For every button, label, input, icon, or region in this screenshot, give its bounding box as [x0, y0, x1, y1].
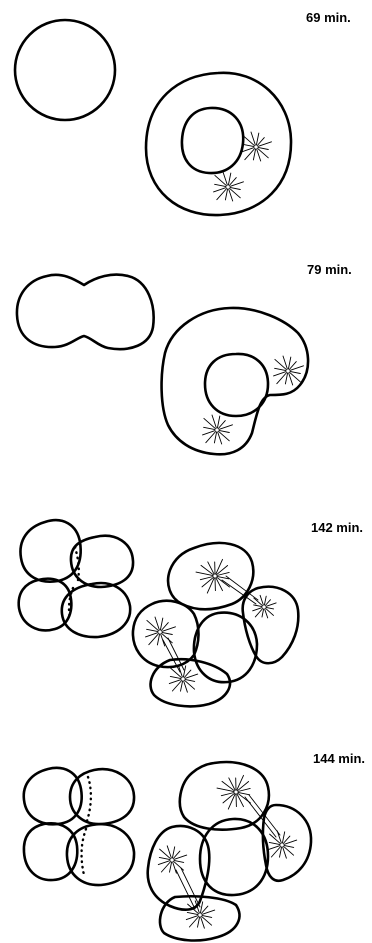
right-cluster-large-cell: [168, 543, 253, 609]
aster-ray: [284, 845, 294, 847]
left-cluster-cell-top-right: [70, 769, 134, 824]
left-cluster-cell-bottom-left: [24, 823, 77, 880]
aster-ray: [174, 860, 184, 862]
spindle-connection-left: [176, 870, 195, 909]
aster-ray: [229, 778, 235, 790]
aster-right: [274, 356, 304, 385]
aster-ray: [208, 562, 214, 574]
aster-ray: [269, 842, 280, 844]
aster-ray: [170, 676, 181, 678]
spindle-connection-top-2: [249, 795, 280, 835]
aster-ray: [288, 357, 290, 369]
aster-upper: [242, 132, 272, 161]
aster-ray: [185, 679, 195, 681]
aster-ray: [266, 607, 274, 609]
aster-ray: [159, 857, 170, 859]
aster-ray: [202, 915, 212, 917]
aster-bottom-cell: [186, 901, 214, 928]
aster-ray: [219, 430, 229, 432]
ring-shaped-cell: [146, 73, 291, 215]
aster-left-cell: [158, 846, 186, 873]
aster-ray: [162, 632, 172, 634]
stage-69-min-drawing: [0, 0, 372, 230]
aster-left-cell: [146, 617, 176, 646]
inner-nucleus: [182, 108, 243, 173]
aster-ray: [262, 609, 264, 617]
aster-ray: [200, 902, 202, 913]
panel-144-min: 144 min.: [0, 725, 372, 943]
aster-ray: [256, 133, 258, 145]
aster-ray: [172, 847, 174, 858]
aster-ray: [181, 681, 183, 691]
stage-79-min-drawing: [0, 235, 372, 475]
panel-79-min: 79 min.: [0, 235, 372, 475]
right-cluster-cell-left: [133, 601, 199, 667]
aster-ray: [280, 847, 282, 857]
aster-lower-left: [203, 415, 233, 444]
aster-ray: [264, 596, 266, 605]
aster-ray: [183, 666, 185, 677]
aster-ray: [160, 618, 162, 630]
aster-large-cell: [196, 559, 230, 593]
aster-ray: [198, 917, 200, 927]
aster-ray: [157, 634, 159, 645]
stage-142-min-drawing: [0, 480, 372, 720]
aster-ray: [204, 427, 215, 429]
aster-top-cell: [217, 775, 251, 809]
aster-ray: [275, 368, 286, 370]
aster-ray: [243, 144, 254, 146]
aster-ray: [170, 862, 172, 872]
left-cluster-cell-top-left: [24, 768, 82, 824]
division-plane-dots-top: [87, 777, 91, 821]
panel-69-min: 69 min.: [0, 0, 372, 230]
aster-ray: [258, 147, 268, 149]
aster-ray: [230, 187, 240, 189]
aster-ray: [217, 416, 219, 428]
dividing-cell-waist: [17, 275, 154, 349]
aster-ray: [187, 912, 198, 914]
aster-ray: [147, 629, 158, 631]
aster-ray: [282, 832, 284, 843]
aster-right-cell: [268, 831, 296, 858]
spindle-connection-left-2: [181, 868, 200, 907]
aster-ray: [290, 371, 300, 373]
aster-ray: [228, 173, 230, 185]
single-cell: [15, 20, 115, 120]
aster-ray: [285, 373, 287, 384]
division-plane-dots-bottom: [82, 829, 86, 875]
aster-ray: [254, 605, 262, 607]
inner-nucleus: [205, 354, 268, 416]
aster-lower: [214, 172, 244, 201]
stage-144-min-drawing: [0, 725, 372, 943]
aster-ray: [253, 149, 255, 160]
aster-ray: [214, 432, 216, 443]
aster-ray: [225, 189, 227, 200]
aster-ray: [215, 184, 226, 186]
panel-142-min: 142 min.: [0, 480, 372, 720]
